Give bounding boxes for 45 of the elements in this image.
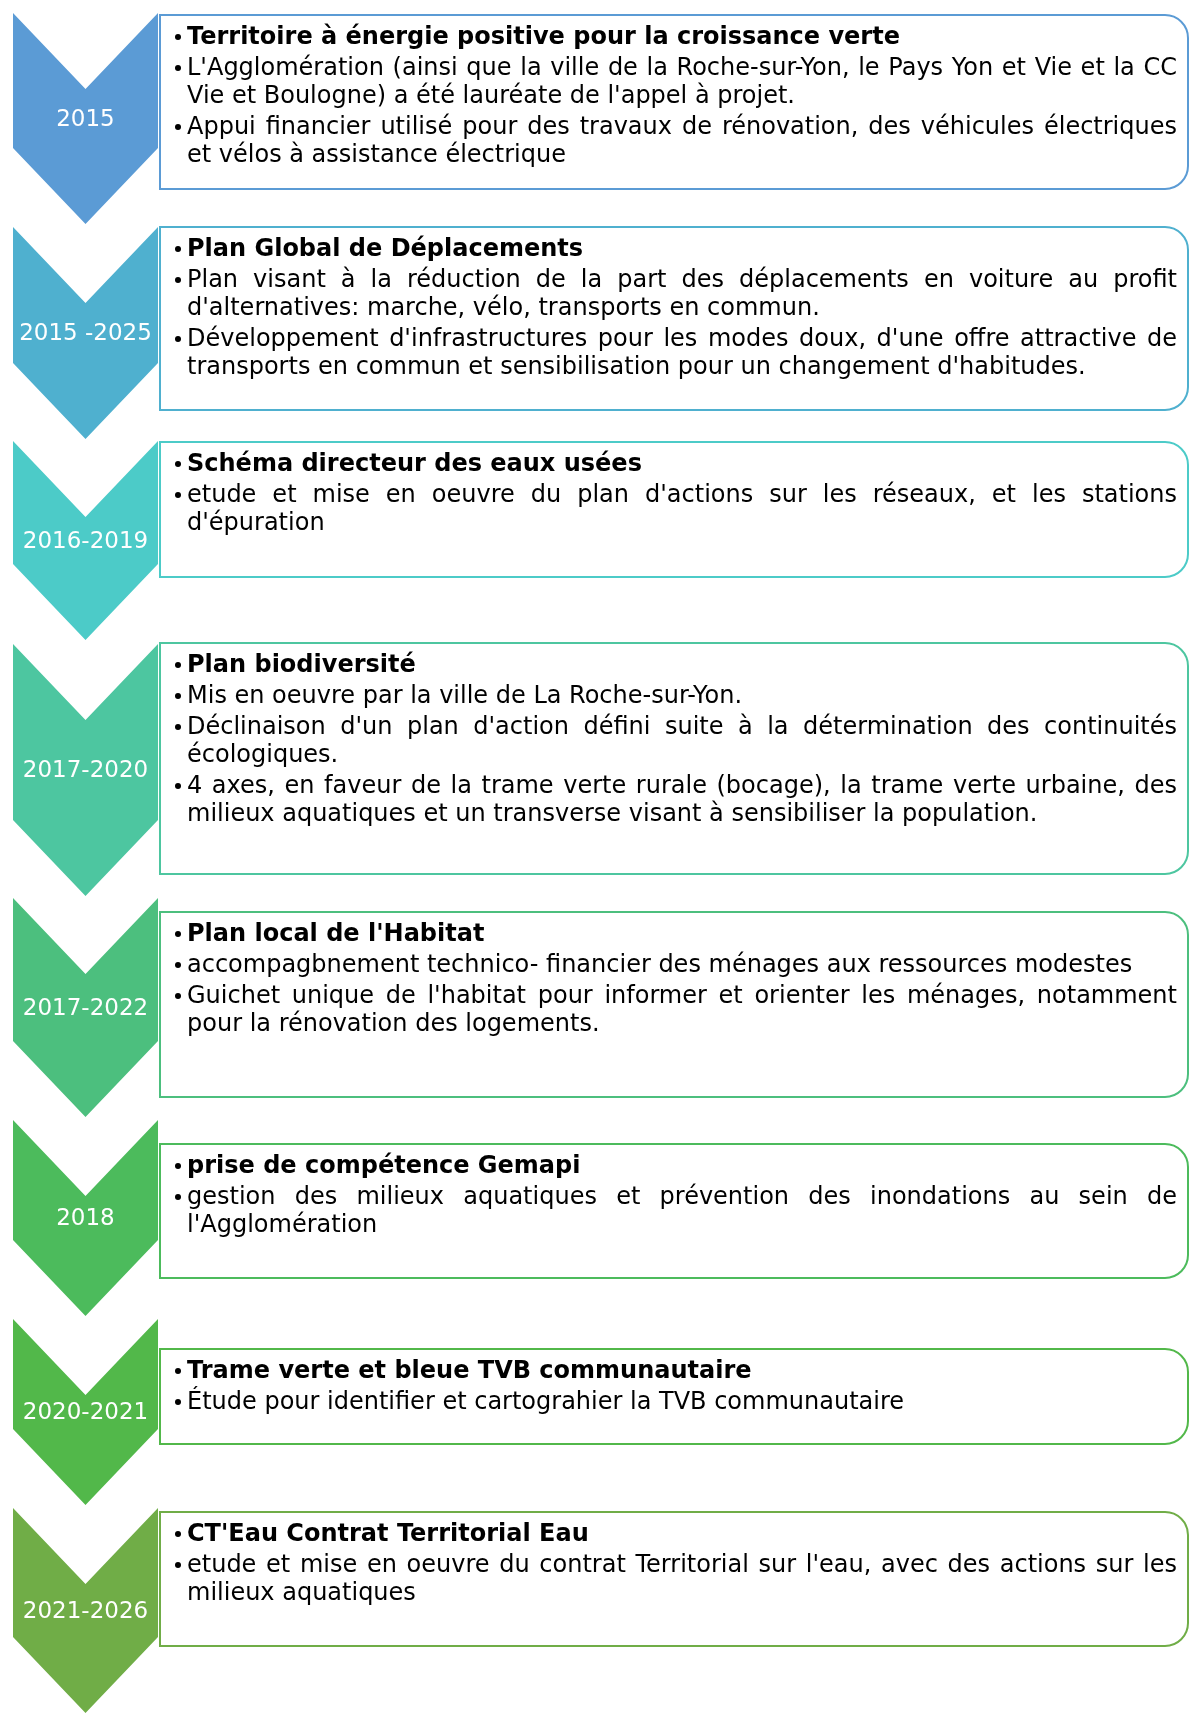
heading: Trame verte et bleue TVB communautaire (175, 1356, 1177, 1384)
chevron-shape (13, 1120, 158, 1316)
bullet-text: gestion des milieux aquatiques et prévention des inondations au sein de l'Agglomération (175, 1182, 1177, 1238)
chevron-shape (13, 644, 158, 896)
chevron-shape (13, 227, 158, 439)
text-box (159, 642, 1189, 875)
year-label: 2015 -2025 (18, 319, 153, 345)
year-label: 2015 (55, 104, 116, 131)
bullet-text: Développement d'infrastructures pour les modes doux, d'une offre attractive de transports en commun et sensibilisation pour un changement d'habitudes. (175, 324, 1177, 380)
chevron-shape (13, 1508, 158, 1713)
chevron-shape (13, 13, 158, 224)
heading: Schéma directeur des eaux usées (175, 449, 1177, 477)
bullet-text: Plan visant à la réduction de la part des déplacements en voiture au profit d'alternatives: marche, vélo, transports en commun. (175, 265, 1177, 321)
bullet-text: Guichet unique de l'habitat pour informer et orienter les ménages, notamment pour la rénovation des logements. (175, 981, 1177, 1037)
heading: Plan biodiversité (175, 650, 1177, 678)
heading: Plan local de l'Habitat (175, 919, 1177, 947)
bullet-text: Déclinaison d'un plan d'action défini suite à la détermination des continuités écologiques. (175, 712, 1177, 768)
year-label: 2016-2019 (21, 526, 150, 553)
bullet-text: L'Agglomération (ainsi que la ville de la Roche-sur-Yon, le Pays Yon et Vie et la CC Vie et Boulogne) a été lauréate de l'appel à projet. (175, 53, 1177, 109)
bullet-text: Appui financier utilisé pour des travaux de rénovation, des véhicules électriques et vélos à assistance électrique (175, 112, 1177, 168)
heading: Plan Global de Déplacements (175, 234, 1177, 262)
year-label: 2020-2021 (21, 1398, 150, 1424)
text-box (159, 911, 1189, 1098)
chevron-shape (13, 898, 158, 1117)
year-label: 2018 (55, 1204, 116, 1230)
bullet-text: 4 axes, en faveur de la trame verte rurale (bocage), la trame verte urbaine, des milieux aquatiques et un transverse visant à sensibiliser la population. (175, 771, 1177, 827)
bullet-text: accompagbnement technico- financier des ménages aux ressources modestes (175, 950, 1177, 978)
bullet-text: etude et mise en oeuvre du contrat Territorial sur l'eau, avec des actions sur les milieux aquatiques (175, 1550, 1177, 1606)
heading: prise de compétence Gemapi (175, 1151, 1177, 1179)
text-box (159, 1348, 1189, 1445)
year-label: 2021-2026 (21, 1596, 150, 1623)
bullet-text: Étude pour identifier et cartograhier la TVB communautaire (175, 1387, 1177, 1415)
heading: CT'Eau Contrat Territorial Eau (175, 1519, 1177, 1547)
year-label: 2017-2020 (21, 756, 150, 782)
heading: Territoire à énergie positive pour la croissance verte (175, 22, 1177, 50)
year-label: 2017-2022 (21, 993, 150, 1020)
chevron-shape (13, 1319, 158, 1505)
text-box (159, 1143, 1189, 1279)
chevron-shape (13, 441, 158, 640)
bullet-text: Mis en oeuvre par la ville de La Roche-sur-Yon. (175, 681, 1177, 709)
text-box (159, 441, 1189, 578)
bullet-text: etude et mise en oeuvre du plan d'actions sur les réseaux, et les stations d'épuration (175, 480, 1177, 536)
text-box (159, 226, 1189, 411)
text-box (159, 14, 1189, 190)
text-box (159, 1511, 1189, 1647)
